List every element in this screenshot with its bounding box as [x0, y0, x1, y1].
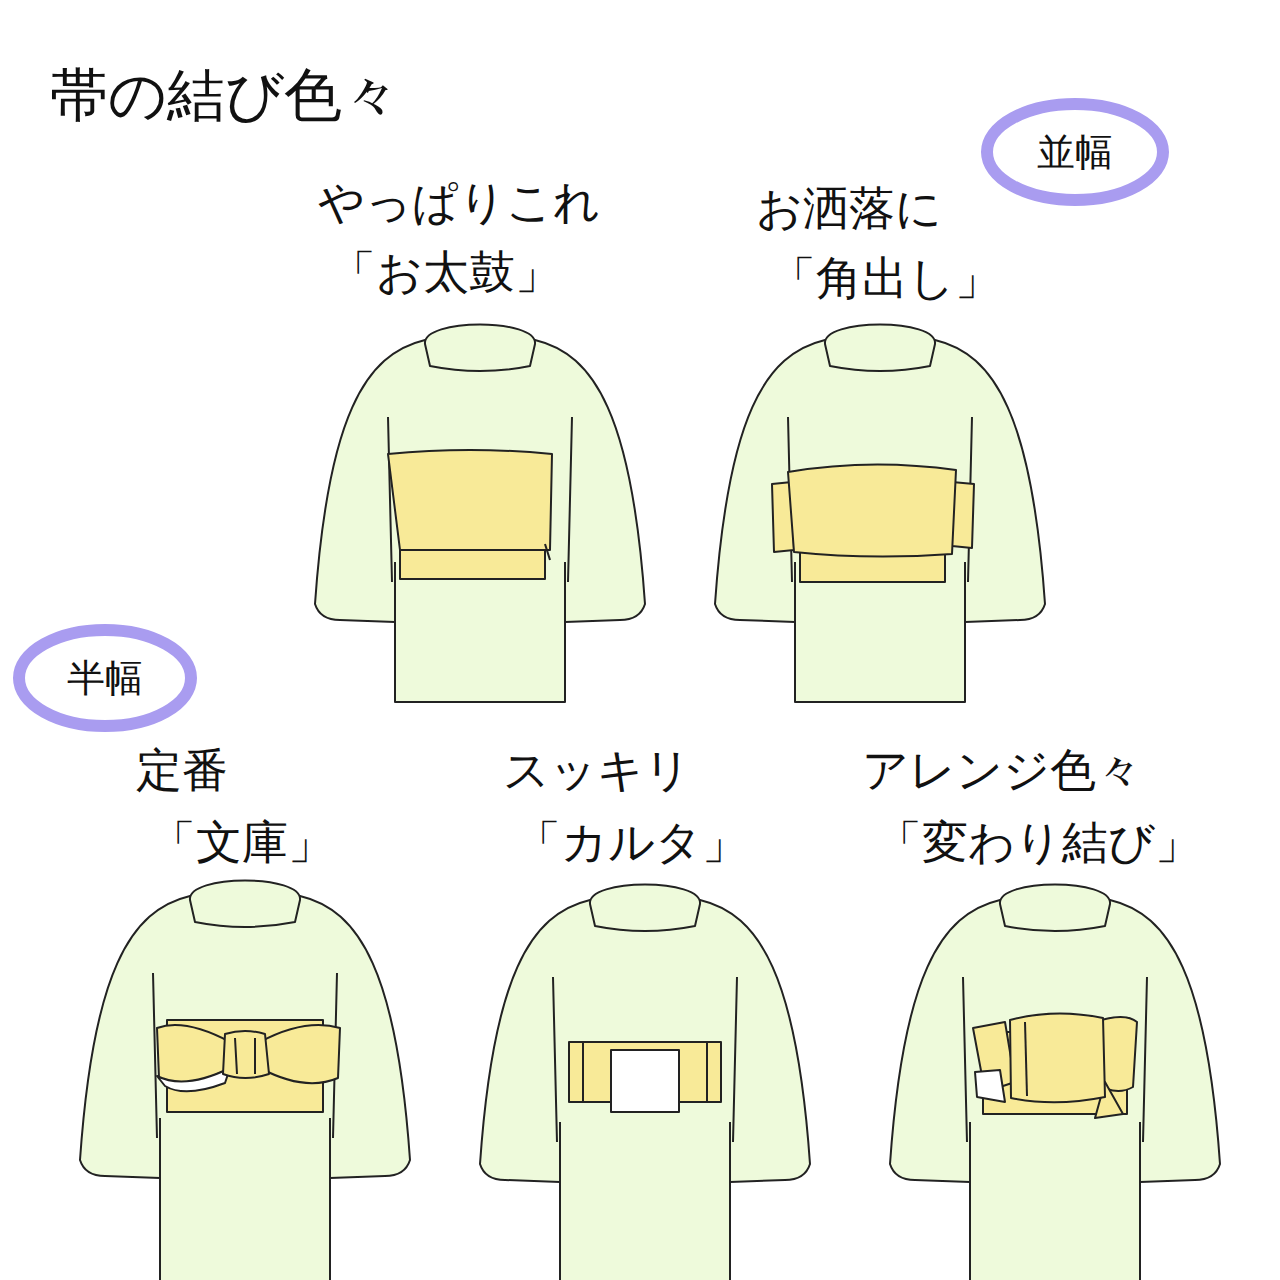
otaiko-drum	[388, 450, 552, 550]
width-badge: 並幅	[980, 97, 1170, 207]
kimono-body	[890, 900, 1220, 1280]
knot-fold	[235, 1038, 255, 1074]
kimono-bunko	[80, 881, 410, 1280]
sleeve-seam	[388, 417, 572, 622]
sleeve-seam	[788, 417, 972, 622]
kimono-karuta	[480, 885, 810, 1280]
karuta-panel	[611, 1050, 679, 1112]
knot-name: 「変わり結び」	[876, 816, 1201, 869]
badge-text: 半幅	[67, 653, 143, 704]
sleeve-seam	[963, 977, 1147, 1182]
kimono-body	[715, 340, 1045, 702]
kawari-fold	[1025, 1022, 1027, 1096]
kawari-drum	[1010, 1013, 1105, 1102]
bunko-bow	[260, 1025, 340, 1083]
bunko-lining	[157, 1068, 230, 1091]
knot-name: 「カルタ」	[515, 816, 748, 869]
caption-line: スッキリ	[503, 744, 691, 797]
kimono-kawari	[890, 885, 1220, 1280]
kawari-lining	[975, 1070, 1005, 1102]
collar	[825, 325, 935, 372]
badge-text: 並幅	[1037, 127, 1113, 178]
caption-line: アレンジ色々	[862, 744, 1142, 797]
collar	[190, 881, 300, 928]
width-badge: 半幅	[12, 623, 198, 733]
collar	[425, 325, 535, 372]
collar	[590, 885, 700, 932]
caption-line: やっぱりこれ	[318, 176, 600, 229]
caption-line: 定番	[136, 744, 228, 797]
kimono-body	[80, 896, 410, 1280]
title: 帯の結び色々	[50, 62, 400, 129]
knot-name: 「文庫」	[150, 816, 334, 869]
oval-outline	[987, 104, 1163, 200]
bunko-knot	[223, 1031, 269, 1078]
collar	[1000, 885, 1110, 932]
kimono-tsunodashi	[715, 325, 1045, 703]
obi-edge	[545, 544, 550, 560]
sleeve-seam	[553, 977, 737, 1182]
tsunodashi-drum	[788, 464, 956, 556]
kimono-body	[315, 340, 645, 702]
oval-outline	[19, 630, 191, 726]
caption-line: お洒落に	[756, 182, 942, 235]
knot-name: 「お太鼓」	[330, 246, 561, 299]
kimono-body	[480, 900, 810, 1280]
knot-name: 「角出し」	[770, 252, 1001, 305]
kimono-otaiko	[315, 325, 645, 703]
